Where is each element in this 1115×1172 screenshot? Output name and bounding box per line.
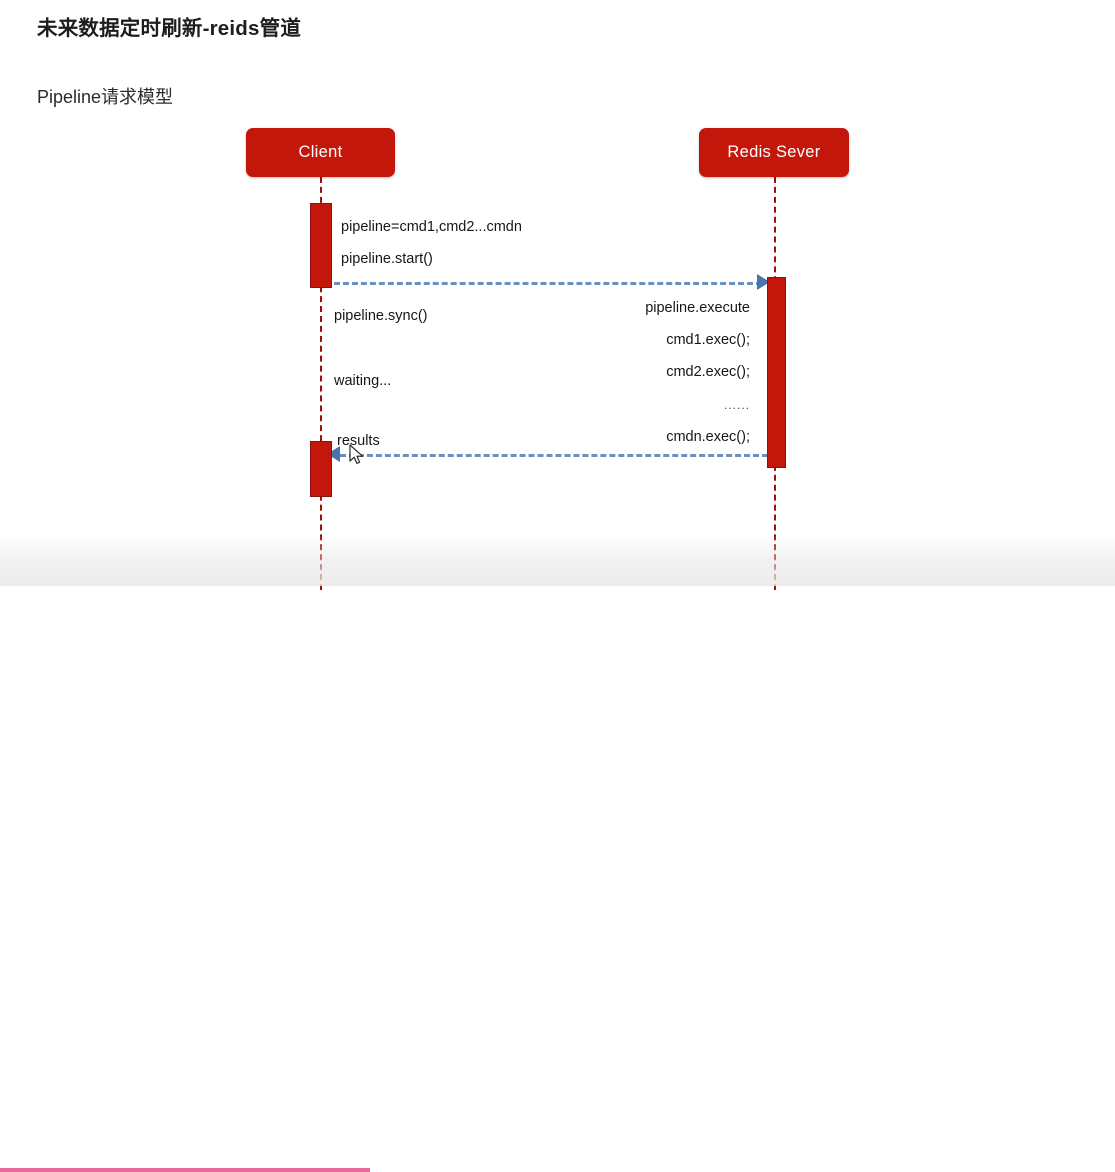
note-pipeline-start: pipeline.start(): [341, 251, 433, 267]
message-request-line: [325, 282, 762, 285]
note-waiting: waiting...: [334, 373, 392, 389]
note-pipeline-sync: pipeline.sync(): [334, 308, 428, 324]
activation-bar-client-2: [310, 441, 332, 497]
message-response-line: [340, 454, 768, 457]
subtitle: Pipeline请求模型: [37, 87, 174, 107]
note-pipeline-execute: pipeline.execute: [645, 300, 750, 316]
video-progress-fill: [0, 1168, 371, 1172]
lifeline-client: [320, 177, 322, 590]
actor-label-server: Redis Sever: [727, 143, 821, 161]
activation-bar-client-1: [310, 203, 332, 288]
note-results: results: [337, 433, 380, 449]
activation-bar-server-1: [767, 277, 786, 468]
note-ellipsis: ......: [723, 398, 750, 412]
note-cmdn-exec: cmdn.exec();: [666, 429, 750, 445]
note-pipeline-definition: pipeline=cmd1,cmd2...cmdn: [341, 219, 522, 235]
actor-box-server: Redis Sever: [699, 128, 849, 177]
actor-label-client: Client: [298, 143, 343, 161]
bottom-gradient-overlay: [0, 534, 1115, 586]
note-cmd1-exec: cmd1.exec();: [666, 332, 750, 348]
message-request-arrowhead-icon: [757, 274, 770, 290]
video-progress-track[interactable]: [0, 584, 1115, 1172]
page-title: 未来数据定时刷新-reids管道: [37, 17, 302, 40]
actor-box-client: Client: [246, 128, 395, 177]
slide-canvas: 未来数据定时刷新-reids管道 Pipeline请求模型 Client Red…: [0, 17, 1115, 1172]
note-cmd2-exec: cmd2.exec();: [666, 364, 750, 380]
